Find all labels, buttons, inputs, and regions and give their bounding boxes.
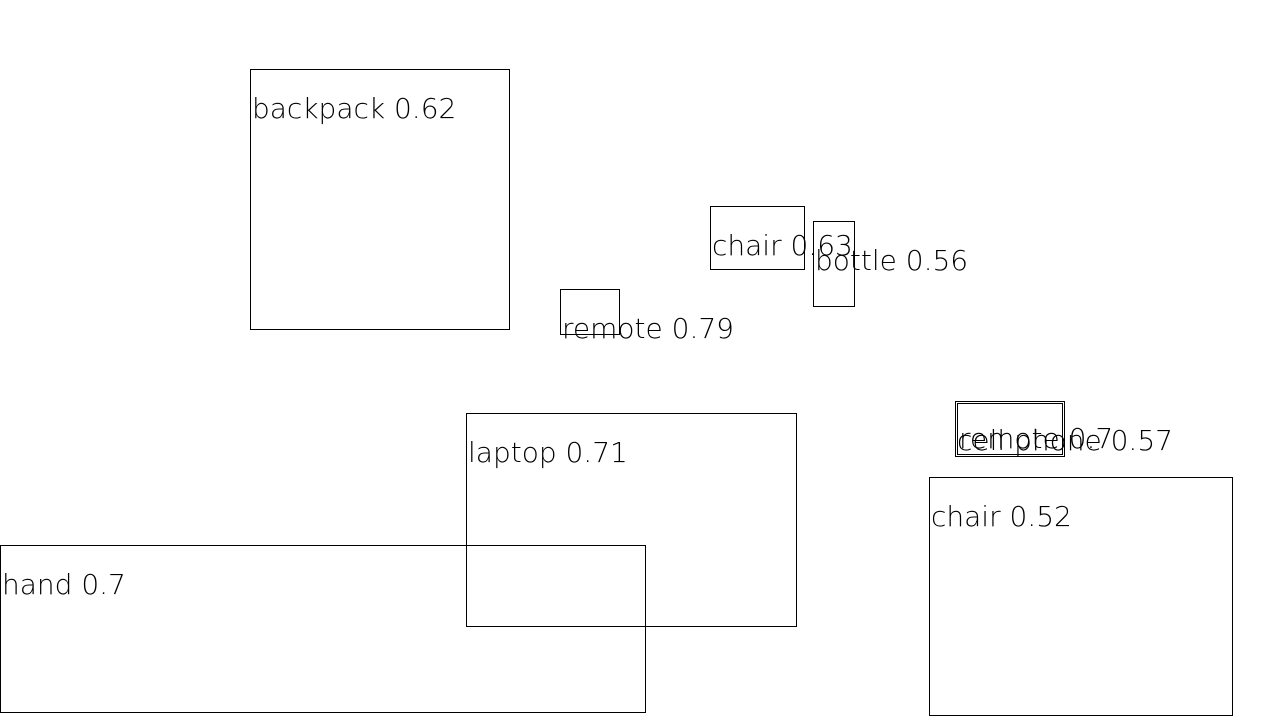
remote-label-right: remote 0.7 — [959, 422, 1114, 455]
chair-label-top: chair 0.63 — [712, 229, 853, 262]
remote-box-center — [560, 289, 620, 335]
hand-label: hand 0.7 — [2, 568, 126, 601]
hand-box — [0, 545, 646, 713]
backpack-box — [250, 69, 510, 330]
bottle-label: bottle 0.56 — [815, 244, 969, 277]
chair-box-top — [710, 206, 805, 270]
bottle-box — [813, 221, 855, 307]
cell-phone-box — [955, 401, 1065, 457]
laptop-label: laptop 0.71 — [468, 436, 628, 469]
cell-phone-label: cell phone 0.57 — [957, 424, 1173, 457]
remote-box-right — [957, 403, 1063, 455]
chair-label-bottom: chair 0.52 — [931, 500, 1072, 533]
laptop-box — [466, 413, 797, 627]
backpack-label: backpack 0.62 — [252, 92, 457, 125]
remote-label-center: remote 0.79 — [562, 312, 734, 345]
chair-box-bottom — [929, 477, 1233, 716]
